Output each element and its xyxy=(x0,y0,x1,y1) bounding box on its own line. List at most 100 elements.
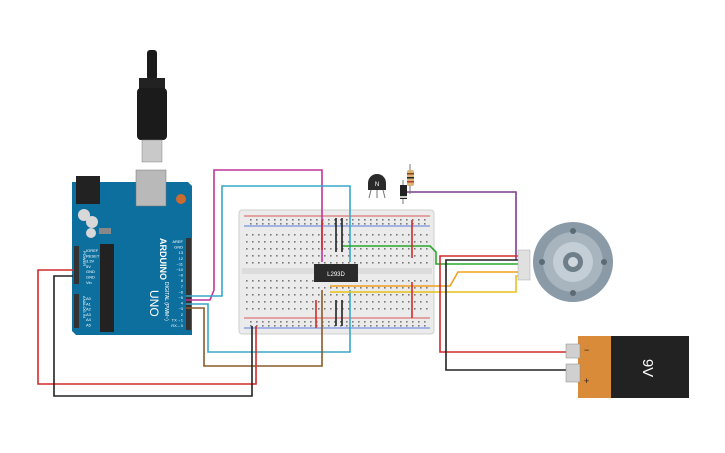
breadboard-hole xyxy=(390,280,392,282)
pin-label: ~3 xyxy=(178,306,183,311)
l293d-chip[interactable]: L293D xyxy=(314,264,358,282)
breadboard-hole xyxy=(252,280,254,282)
npn-transistor[interactable]: N xyxy=(368,174,386,199)
breadboard-hole xyxy=(408,255,410,257)
breadboard-hole xyxy=(310,223,312,225)
breadboard-hole xyxy=(376,321,378,323)
breadboard-hole xyxy=(426,301,428,303)
breadboard-hole xyxy=(252,308,254,310)
breadboard-hole xyxy=(426,262,428,264)
breadboard-hole xyxy=(366,255,368,257)
breadboard-hole xyxy=(286,219,288,221)
pin-label: GND xyxy=(86,269,95,274)
breadboard-hole xyxy=(328,219,330,221)
resistor[interactable] xyxy=(407,164,414,194)
breadboard-hole xyxy=(304,223,306,225)
breadboard-hole xyxy=(396,248,398,250)
breadboard-hole xyxy=(358,321,360,323)
breadboard-hole xyxy=(262,219,264,221)
breadboard-hole xyxy=(310,325,312,327)
breadboard-hole xyxy=(402,255,404,257)
breadboard-hole xyxy=(360,262,362,264)
breadboard-hole xyxy=(348,287,350,289)
breadboard-hole xyxy=(292,219,294,221)
breadboard-hole xyxy=(408,234,410,236)
breadboard-hole xyxy=(384,241,386,243)
breadboard-hole xyxy=(412,321,414,323)
pin-label: 12 xyxy=(179,256,184,261)
breadboard-hole xyxy=(390,308,392,310)
breadboard-hole xyxy=(390,294,392,296)
breadboard-hole xyxy=(330,308,332,310)
breadboard-hole xyxy=(294,287,296,289)
breadboard-hole xyxy=(258,255,260,257)
breadboard-hole xyxy=(318,262,320,264)
pin-label: GND xyxy=(174,245,183,250)
breadboard-hole xyxy=(270,301,272,303)
breadboard-hole xyxy=(420,241,422,243)
breadboard-hole xyxy=(246,308,248,310)
breadboard-hole xyxy=(334,219,336,221)
breadboard-hole xyxy=(414,248,416,250)
breadboard-hole xyxy=(306,287,308,289)
breadboard-hole xyxy=(246,294,248,296)
battery-9v[interactable]: − + 9V xyxy=(565,336,689,398)
breadboard-hole xyxy=(252,262,254,264)
breadboard-hole xyxy=(384,287,386,289)
breadboard-hole xyxy=(298,321,300,323)
breadboard-hole xyxy=(414,294,416,296)
arduino-uno-board[interactable]: ARDUINO UNO DIGITAL (PWM~) POWER ANALOG … xyxy=(72,169,192,335)
stepper-motor[interactable] xyxy=(517,222,613,302)
breadboard-hole xyxy=(252,241,254,243)
breadboard-hole xyxy=(246,301,248,303)
breadboard-hole xyxy=(376,219,378,221)
breadboard-hole xyxy=(358,223,360,225)
breadboard-hole xyxy=(324,262,326,264)
diode[interactable] xyxy=(400,180,407,204)
breadboard-hole xyxy=(388,223,390,225)
breadboard-hole xyxy=(396,255,398,257)
breadboard-hole xyxy=(402,241,404,243)
breadboard-hole xyxy=(312,241,314,243)
breadboard-hole xyxy=(288,255,290,257)
breadboard-hole xyxy=(372,255,374,257)
breadboard-hole xyxy=(298,223,300,225)
breadboard-hole xyxy=(286,325,288,327)
breadboard-hole xyxy=(252,294,254,296)
breadboard-hole xyxy=(376,223,378,225)
breadboard-hole xyxy=(340,219,342,221)
wire-cyan-low xyxy=(186,290,351,353)
breadboard-hole xyxy=(414,301,416,303)
wire-black-right xyxy=(445,259,566,371)
breadboard-hole xyxy=(408,241,410,243)
breadboard-hole xyxy=(412,219,414,221)
breadboard-hole xyxy=(408,301,410,303)
breadboard-hole xyxy=(274,321,276,323)
breadboard-hole xyxy=(318,301,320,303)
breadboard-hole xyxy=(384,308,386,310)
breadboard-hole xyxy=(264,262,266,264)
breadboard-hole xyxy=(390,301,392,303)
breadboard-hole xyxy=(396,262,398,264)
breadboard-hole xyxy=(312,280,314,282)
breadboard-hole xyxy=(262,321,264,323)
breadboard-hole xyxy=(324,234,326,236)
breadboard-hole xyxy=(250,219,252,221)
breadboard-hole xyxy=(306,301,308,303)
breadboard-hole xyxy=(294,255,296,257)
breadboard-hole xyxy=(330,294,332,296)
breadboard-hole xyxy=(252,248,254,250)
pin-label: A5 xyxy=(86,323,92,328)
breadboard-hole xyxy=(390,262,392,264)
breadboard-hole xyxy=(352,321,354,323)
breadboard-hole xyxy=(268,325,270,327)
breadboard-hole xyxy=(396,241,398,243)
breadboard-hole xyxy=(288,301,290,303)
breadboard-hole xyxy=(258,294,260,296)
breadboard-hole xyxy=(316,223,318,225)
breadboard-hole xyxy=(334,223,336,225)
breadboard-hole xyxy=(250,223,252,225)
breadboard-hole xyxy=(336,287,338,289)
pin-label: TX→1 xyxy=(172,317,184,322)
breadboard-hole xyxy=(348,262,350,264)
